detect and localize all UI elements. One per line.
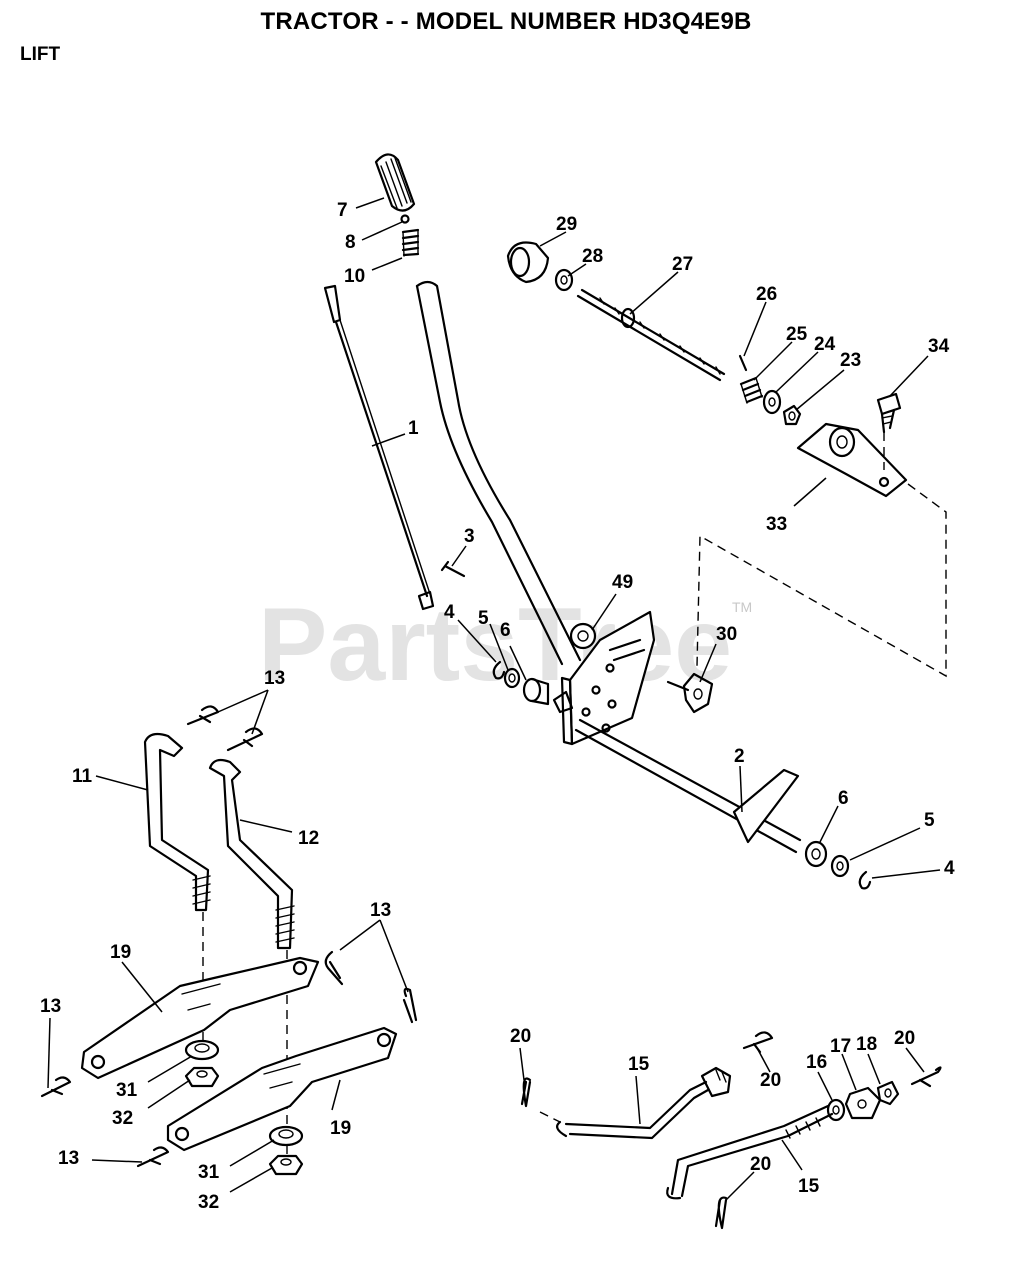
part-31-washer-lower[interactable] (268, 1125, 304, 1147)
watermark-text: PartsTree (258, 587, 732, 703)
part-20-pin-c[interactable] (910, 1066, 942, 1088)
callout-34: 34 (928, 336, 950, 357)
callout-5-left: 5 (478, 608, 489, 629)
section-label: LIFT (20, 44, 61, 65)
callout-24: 24 (814, 334, 836, 355)
callout-11: 11 (72, 766, 93, 787)
callout-13-right: 13 (370, 900, 391, 921)
callout-28: 28 (582, 246, 603, 267)
callout-20-b: 20 (760, 1070, 781, 1091)
part-25-spring[interactable] (739, 376, 764, 404)
callout-8: 8 (345, 232, 356, 253)
callout-18: 18 (856, 1034, 877, 1055)
lift-lever-tube[interactable] (415, 280, 582, 666)
callout-13-top: 13 (264, 668, 285, 689)
part-29-knob[interactable] (506, 241, 550, 284)
part-13-pin-c[interactable] (324, 950, 344, 986)
part-15-rod-upper[interactable] (556, 1066, 732, 1140)
callout-32-upper: 32 (112, 1108, 133, 1129)
part-23-nut[interactable] (782, 404, 802, 426)
dash-20-upper (539, 1111, 561, 1123)
part-28-washer[interactable] (554, 268, 574, 292)
callout-49: 49 (612, 572, 633, 593)
callout-27: 27 (672, 254, 693, 275)
callout-4-right: 4 (944, 858, 955, 879)
callout-6-left: 6 (500, 620, 511, 641)
callout-19-upper: 19 (110, 942, 131, 963)
part-33-bracket[interactable] (796, 422, 908, 498)
callout-32-lower: 32 (198, 1192, 219, 1213)
part-26-pin[interactable] (738, 354, 748, 372)
callout-1: 1 (408, 418, 419, 439)
callout-17: 17 (830, 1036, 851, 1057)
part-30-clevis[interactable] (666, 672, 714, 714)
part-1-rod[interactable] (323, 284, 435, 611)
part-13-pin-f[interactable] (136, 1146, 170, 1168)
part-6-bushing-right[interactable] (804, 840, 828, 868)
callout-16: 16 (806, 1052, 827, 1073)
leader-lines (47, 197, 941, 1201)
part-32-nut-upper[interactable] (184, 1066, 220, 1088)
part-6-bushing-left[interactable] (522, 677, 550, 706)
part-7-grip[interactable] (374, 153, 416, 212)
part-20-pin-a[interactable] (520, 1077, 532, 1108)
callout-20-a: 20 (510, 1026, 531, 1047)
part-34-bolt[interactable] (876, 392, 902, 434)
callout-13-bottom: 13 (58, 1148, 79, 1169)
callout-31-upper: 31 (116, 1080, 138, 1101)
part-13-pin-e[interactable] (40, 1076, 72, 1098)
part-13-pin-b[interactable] (226, 727, 264, 752)
callout-7: 7 (337, 200, 348, 221)
part-10-spring[interactable] (401, 228, 420, 257)
callout-29: 29 (556, 214, 577, 235)
part-24-washer[interactable] (762, 389, 782, 415)
callout-10: 10 (344, 266, 365, 287)
callout-20-c: 20 (894, 1028, 915, 1049)
part-4-clip-left[interactable] (492, 660, 506, 680)
part-20-pin-d[interactable] (714, 1196, 728, 1230)
part-16-washer[interactable] (826, 1098, 846, 1122)
callout-4-left: 4 (444, 602, 455, 623)
part-27-threaded-rod[interactable] (576, 288, 726, 382)
dashed-mount-lines (696, 432, 947, 678)
part-13-pin-a[interactable] (186, 705, 220, 726)
callout-12: 12 (298, 828, 319, 849)
callout-23: 23 (840, 350, 861, 371)
part-19-arm-upper[interactable] (80, 956, 320, 1080)
part-11-lift-link[interactable] (143, 732, 211, 912)
part-12-lift-link[interactable] (208, 758, 295, 950)
callout-26: 26 (756, 284, 777, 305)
part-5-washer-left[interactable] (503, 667, 521, 689)
part-4-clip-right[interactable] (858, 870, 872, 890)
callout-25: 25 (786, 324, 808, 345)
callout-15-lower: 15 (798, 1176, 820, 1197)
callout-31-lower: 31 (198, 1162, 220, 1183)
part-32-nut-lower[interactable] (268, 1154, 304, 1176)
callout-15-upper: 15 (628, 1054, 650, 1075)
part-18-nut[interactable] (876, 1080, 900, 1106)
part-13-pin-d[interactable] (402, 987, 418, 1024)
part-17-block[interactable] (844, 1086, 882, 1120)
callout-33: 33 (766, 514, 787, 535)
callout-6-right: 6 (838, 788, 849, 809)
part-31-washer-upper[interactable] (184, 1039, 220, 1061)
callout-30: 30 (716, 624, 737, 645)
part-2-shaft[interactable] (552, 690, 802, 854)
callout-2: 2 (734, 746, 745, 767)
part-8-ball[interactable] (400, 214, 410, 224)
part-3-pin[interactable] (440, 560, 466, 578)
part-15-rod-lower[interactable] (666, 1104, 834, 1200)
callout-20-d: 20 (750, 1154, 771, 1175)
callout-3: 3 (464, 526, 475, 547)
part-5-washer-right[interactable] (830, 854, 850, 878)
watermark-tm: TM (732, 599, 752, 615)
part-49-washer[interactable] (569, 622, 597, 650)
part-19-arm-lower[interactable] (166, 1026, 398, 1152)
callout-19-lower: 19 (330, 1118, 351, 1139)
lift-mount-plate[interactable] (560, 610, 656, 746)
callout-13-left: 13 (40, 996, 61, 1017)
callout-5-right: 5 (924, 810, 935, 831)
diagram-title: TRACTOR - - MODEL NUMBER HD3Q4E9B (260, 8, 752, 35)
